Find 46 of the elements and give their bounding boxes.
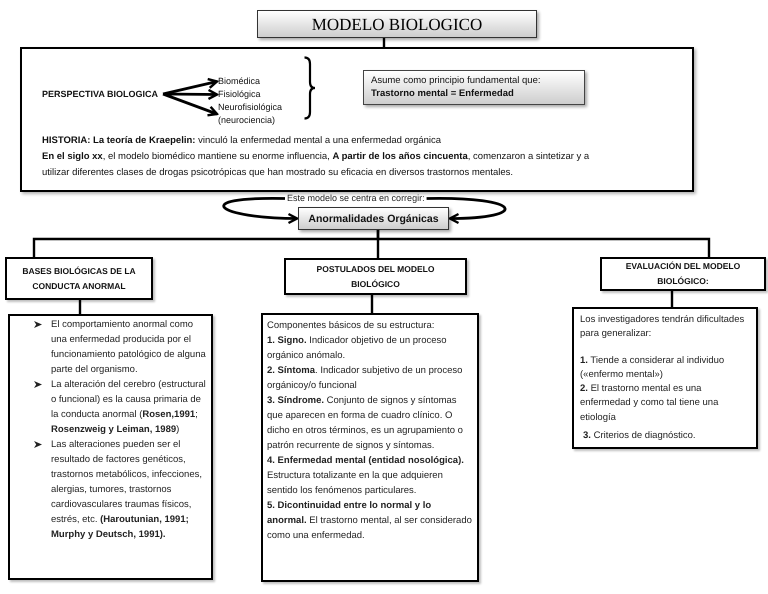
list-item-text: Fisiológica — [218, 88, 261, 101]
paragraph: HISTORIA: La teoría de Kraepelin: vinculó la enfermedad mental a una enfermedad orgánica — [42, 134, 442, 148]
connector-line — [670, 291, 674, 307]
paragraph: Los investigadores tendrán dificultades para generalizar: — [580, 313, 746, 342]
arrow — [162, 92, 218, 116]
list-item: La alteración del cerebro (estructural o funcional) es la causa primaria de la conducta anormal (Rosen,1991; Rosenzweig y Leiman, 1989) — [51, 378, 207, 437]
paragraph: 3. Síndrome. Conjunto de signos y síntomas que aparecen en forma de cuadro clínico. O dicho en otros términos, es un agrupamiento o patrón recurrente de signos y síntomas. — [267, 394, 464, 453]
arrow — [163, 88, 218, 100]
arrow — [162, 78, 218, 96]
list-item: Las alteraciones pueden ser el resultado de factores genéticos, trastornos metabólicos, infecciones, alergias, tumores, trastornos cardiovasculares traumas físicos, estrés, etc. (Haroutunian, 1991; Murphy y Deutsch, 1991). — [51, 438, 204, 542]
list-item-text: Biomédica — [218, 75, 260, 88]
header-text: EVALUACIÓN DEL MODELO BIOLÓGICO: — [624, 260, 742, 288]
process-box — [298, 207, 449, 230]
title-text: MODELO BIOLOGICO — [312, 16, 482, 32]
header-box — [284, 258, 467, 295]
connector-line — [376, 230, 710, 257]
connector-line — [78, 300, 82, 314]
equation-text: Trastorno mental = Enfermedad — [371, 88, 515, 100]
label-text: Este modelo se centra en corregir: — [287, 193, 425, 204]
paragraph: 4. Enfermedad mental (entidad nosológica). Estructura totalizante en la que adquieren sentido los fenómenos particulares. — [267, 454, 465, 498]
header-box — [600, 257, 766, 291]
header-box — [5, 257, 153, 300]
list-item: El comportamiento anormal como una enfermedad producida por el funcionamiento patológico de alguna parte del organismo. — [51, 318, 207, 377]
note-box — [363, 70, 585, 105]
paragraph: 5. Dicontinuidad entre lo normal y lo anormal. El trastorno mental, al ser considerado como una enfermedad. — [267, 499, 473, 543]
connector-line — [370, 295, 374, 313]
label-text: PERSPECTIVA BIOLOGICA — [42, 88, 158, 100]
note-text: Asume como principio fundamental que: — [371, 75, 542, 88]
text-box — [572, 307, 758, 449]
paragraph: 2. El trastorno mental es una enfermedad y como tal tiene una etiología — [580, 382, 720, 425]
paragraph: 1. Signo. Indicador objetivo de un proceso orgánico anómalo. — [267, 334, 448, 363]
header-text: BASES BIOLÓGICAS DE LA CONDUCTA ANORMAL — [21, 264, 137, 292]
title-box — [257, 10, 537, 38]
paragraph: 3. Criterios de diagnóstico. — [583, 429, 696, 444]
box-text: Anormalidades Orgánicas — [308, 212, 439, 224]
paragraph: 1. Tiende a considerar al individuo («enfermo mental») — [580, 354, 726, 382]
paragraph: Componentes básicos de su estructura: — [267, 319, 436, 333]
paragraph: En el siglo xx, el modelo biomédico mantiene su enorme influencia, A partir de los años cincuenta, comenzaron a sintetizar y a utilizar diferentes clases de drogas psicotrópicas que han mostrado su eficacia en diversos trastornos mentales. — [42, 150, 590, 180]
list-item-text: Neurofisiológica (neurociencia) — [218, 101, 298, 127]
header-text: POSTULADOS DEL MODELO BIOLÓGICO — [316, 262, 436, 290]
arrow — [222, 197, 298, 224]
arrow — [426, 197, 506, 224]
text-box — [261, 313, 479, 582]
paragraph: 2. Síntoma. Indicador subjetivo de un proceso orgánicoy/o funcional — [267, 364, 464, 393]
content-panel — [20, 47, 694, 192]
text-box — [8, 314, 213, 580]
